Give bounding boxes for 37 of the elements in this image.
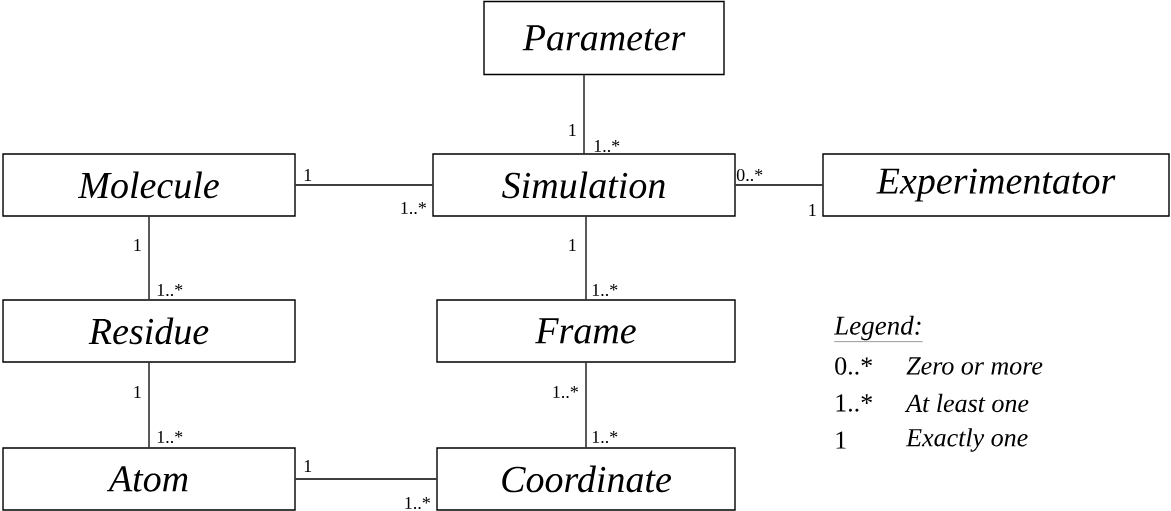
legend-symbol: 1 <box>836 431 846 449</box>
association-line <box>583 74 585 154</box>
association-line <box>148 216 150 300</box>
multiplicity-label: 1..* <box>592 430 618 444</box>
legend-text: At least one <box>904 393 1029 413</box>
class-box: Frame <box>436 299 736 363</box>
class-box: Experimentator <box>822 153 1170 217</box>
legend-text: Exactly one <box>905 428 1028 452</box>
association-line <box>295 478 437 480</box>
association-line <box>148 362 150 448</box>
multiplicity-label: 1 <box>569 239 576 251</box>
multiplicity-label: 1 <box>134 239 141 251</box>
multiplicity-label: 1 <box>304 169 312 181</box>
association-line <box>585 216 587 300</box>
class-box: Coordinate <box>436 447 736 511</box>
class-box: Atom <box>2 447 296 511</box>
class-box: Parameter <box>483 0 725 76</box>
class-box: Simulation <box>432 153 736 217</box>
association-line <box>295 184 433 186</box>
legend-title: Legend: <box>833 315 923 342</box>
multiplicity-label: 1..* <box>592 283 618 297</box>
multiplicity-label: 0..* <box>736 168 763 182</box>
multiplicity-label: 1..* <box>553 385 578 399</box>
multiplicity-label: 1 <box>304 460 312 472</box>
multiplicity-label: 1..* <box>594 139 620 153</box>
association-line <box>585 362 587 448</box>
multiplicity-label: 1..* <box>401 201 426 215</box>
multiplicity-label: 1 <box>134 386 141 398</box>
class-box: Molecule <box>2 153 296 217</box>
legend-text: Zero or more <box>906 357 1043 375</box>
multiplicity-label: 1..* <box>157 430 183 444</box>
legend-symbol: 0..* <box>835 357 872 375</box>
legend-symbol: 1..* <box>836 394 872 412</box>
multiplicity-label: 1..* <box>157 283 183 297</box>
multiplicity-label: 1 <box>569 124 576 136</box>
association-line <box>735 184 823 186</box>
class-box: Residue <box>2 299 296 363</box>
